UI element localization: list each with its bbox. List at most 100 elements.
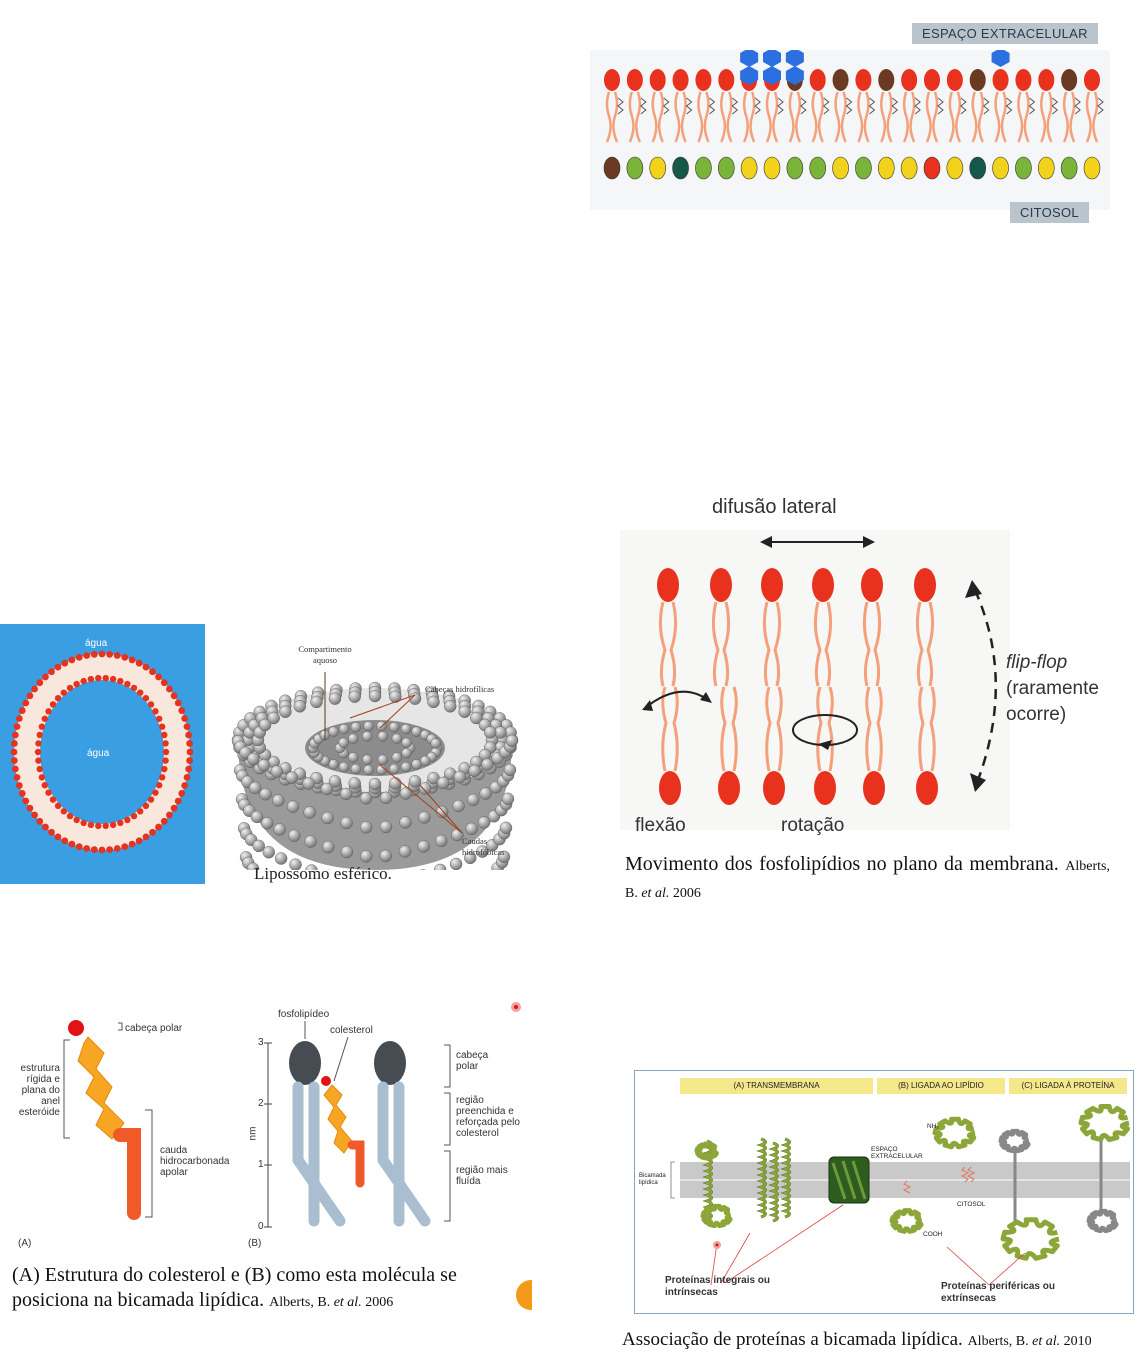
phospholipid-head xyxy=(175,798,182,805)
tick-0: 0 xyxy=(258,1221,264,1232)
cholesterol-label: colesterol xyxy=(330,1025,373,1036)
phospholipid-head xyxy=(916,771,938,805)
phospholipid-head xyxy=(73,817,79,823)
lipid-head-ball xyxy=(369,690,381,702)
fluid-region-label: região mais fluída xyxy=(456,1165,511,1187)
phospholipid-head xyxy=(27,805,34,812)
phospholipid-head xyxy=(175,700,182,707)
lipid-head-ball xyxy=(253,840,265,852)
phospholipid-head xyxy=(16,782,23,789)
cytosol-label: CITOSOL xyxy=(1010,202,1089,223)
cooh-label: COOH xyxy=(923,1231,943,1238)
peripheral-proteins-label: Proteínas periféricas ou extrínsecas xyxy=(941,1281,1081,1305)
lipid-head-ball xyxy=(279,706,291,718)
phospholipid-head xyxy=(149,829,156,836)
water-inside-label: água xyxy=(87,748,109,759)
aqueous-compartment-label: Compartimento aquoso xyxy=(290,644,360,666)
phospholipid-head xyxy=(73,681,79,687)
lipid-head-ball xyxy=(311,696,323,708)
phospholipid-head xyxy=(106,651,113,658)
polar-head-b-label: cabeça polar xyxy=(456,1050,506,1072)
phospholipid-head xyxy=(181,782,188,789)
lipid-head-ball xyxy=(258,759,270,771)
lipid-head-ball xyxy=(481,759,493,771)
integral-proteins-label: Proteínas integrais ou intrínsecas xyxy=(665,1275,795,1299)
phospholipid-head xyxy=(695,157,711,179)
phospholipid-head xyxy=(137,689,143,695)
phospholipid-head xyxy=(855,157,871,179)
phospholipid-head xyxy=(95,675,101,681)
phospholipid-head xyxy=(627,157,643,179)
lipid-head-ball xyxy=(305,836,317,848)
phospholipid-head xyxy=(61,660,68,667)
phospholipid-head xyxy=(50,796,56,802)
orange-circle-decoration xyxy=(516,1280,532,1310)
phospholipid-head xyxy=(91,651,98,658)
phospholipid-head xyxy=(924,69,940,91)
phospholipid-head xyxy=(604,69,620,91)
phospholipid-head xyxy=(121,843,128,850)
lipid-head-ball xyxy=(454,771,466,783)
phospholipid-head xyxy=(155,674,162,681)
hydrophobic-tails-label: Caudas hidrofóbicas xyxy=(462,836,512,858)
phospholipid-head xyxy=(650,157,666,179)
protein-linked-protein xyxy=(1001,1131,1029,1150)
phospholipid-head xyxy=(710,568,732,602)
lipid-head-ball xyxy=(417,869,429,870)
flip-flop-label: flip-flop xyxy=(1006,652,1067,674)
phospholipid-head xyxy=(861,568,883,602)
reference-author: Alberts, B. xyxy=(968,1334,1029,1349)
lipid-head-ball xyxy=(504,764,516,776)
cytosol-small-label: CITOSOL xyxy=(957,1201,985,1208)
phospholipid-movement-figure: difusão lateral flip-flop (raramente oco… xyxy=(620,490,1145,840)
lipid-head-ball xyxy=(459,706,471,718)
phospholipid-head xyxy=(88,676,94,682)
phospholipid-head xyxy=(185,766,192,773)
phospholipid-head xyxy=(131,813,137,819)
phospholipid-head xyxy=(764,157,780,179)
phospholipid-head xyxy=(69,657,76,664)
proteins-reference: Alberts, B. et al. 2010 xyxy=(968,1334,1092,1349)
hydrophilic-heads-label: Cabeças hidrofílicas xyxy=(425,684,494,695)
phospholipid-head xyxy=(80,820,86,826)
phospholipid-head xyxy=(69,841,76,848)
lipid-head-ball xyxy=(321,783,333,795)
phospholipid-head xyxy=(1084,157,1100,179)
phospholipid-head xyxy=(156,716,162,722)
lipid-head-ball xyxy=(369,778,381,790)
lipid-head-ball xyxy=(392,752,402,762)
phospholipid-head xyxy=(117,820,123,826)
phospholipid-head xyxy=(181,715,188,722)
lipid-head-ball xyxy=(389,777,401,789)
phospholipid-head xyxy=(178,790,185,797)
lipid-head-ball xyxy=(349,691,361,703)
flip-flop-note: (raramente ocorre) xyxy=(1006,676,1126,728)
reference-year: 2010 xyxy=(1064,1334,1092,1349)
phospholipid-head xyxy=(103,675,109,681)
phospholipid-head xyxy=(35,740,41,746)
lipid-head-ball xyxy=(400,787,412,799)
phospholipid-head xyxy=(35,749,41,755)
phospholipid-head xyxy=(61,808,67,814)
phospholipid-head xyxy=(161,679,168,686)
nh2-label: NH₂ xyxy=(927,1123,939,1130)
phospholipid-head xyxy=(833,157,849,179)
phospholipid-head xyxy=(36,679,43,686)
reference-etal: et al. xyxy=(334,1295,362,1310)
integral-protein-loop xyxy=(703,1206,731,1225)
lipid-head-ball xyxy=(418,840,430,852)
lipid-head-ball xyxy=(340,788,352,800)
lipid-head-ball xyxy=(444,700,456,712)
extracellular-label: ESPAÇO EXTRACELULAR xyxy=(912,23,1098,44)
phospholipid-head xyxy=(11,749,18,756)
phospholipid-head xyxy=(1061,69,1077,91)
phospholipid-head xyxy=(136,660,143,667)
lipid-head-ball xyxy=(434,864,446,870)
phospholipid-head xyxy=(76,654,83,661)
integral-protein-loop xyxy=(697,1144,717,1158)
phospholipid-head xyxy=(718,157,734,179)
phospholipid-head xyxy=(37,766,43,772)
panel-a-label: (A) xyxy=(18,1238,31,1249)
phospholipid-head xyxy=(27,692,34,699)
phospholipid-head xyxy=(67,813,73,819)
